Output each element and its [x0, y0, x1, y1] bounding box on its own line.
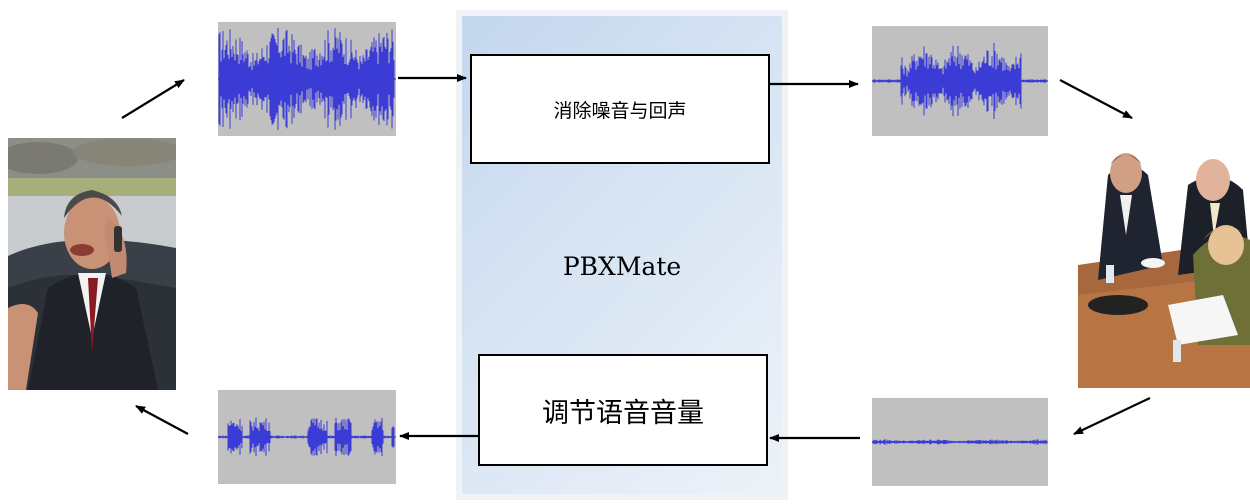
noise-echo-cancel-label: 消除噪音与回声 [553, 99, 687, 122]
product-name: PBXMate [562, 252, 682, 281]
waveform-cleaned-output-graphic [872, 43, 1048, 119]
waveform-cleaned-output [872, 26, 1048, 136]
waveform-quiet-input [872, 398, 1048, 486]
arrow-meeting-to-quiet [1073, 397, 1151, 435]
volume-adjust-label: 调节语音音量 [542, 397, 704, 429]
waveform-noisy-input [218, 22, 396, 136]
meeting-photo [1078, 145, 1250, 388]
waveform-quiet-input-graphic [872, 439, 1048, 445]
waveform-adjusted-output-graphic [218, 417, 396, 457]
arrow-caller-to-noisy [121, 79, 185, 119]
noise-echo-cancel-box: 消除噪音与回声 [470, 54, 770, 164]
arrow-cleaned-to-meeting [1059, 79, 1133, 119]
volume-adjust-box: 调节语音音量 [478, 354, 768, 466]
arrow-adjusted-to-caller [135, 405, 189, 435]
waveform-adjusted-output [218, 390, 396, 484]
caller-photo [8, 138, 176, 390]
waveform-noisy-input-graphic [218, 28, 396, 130]
